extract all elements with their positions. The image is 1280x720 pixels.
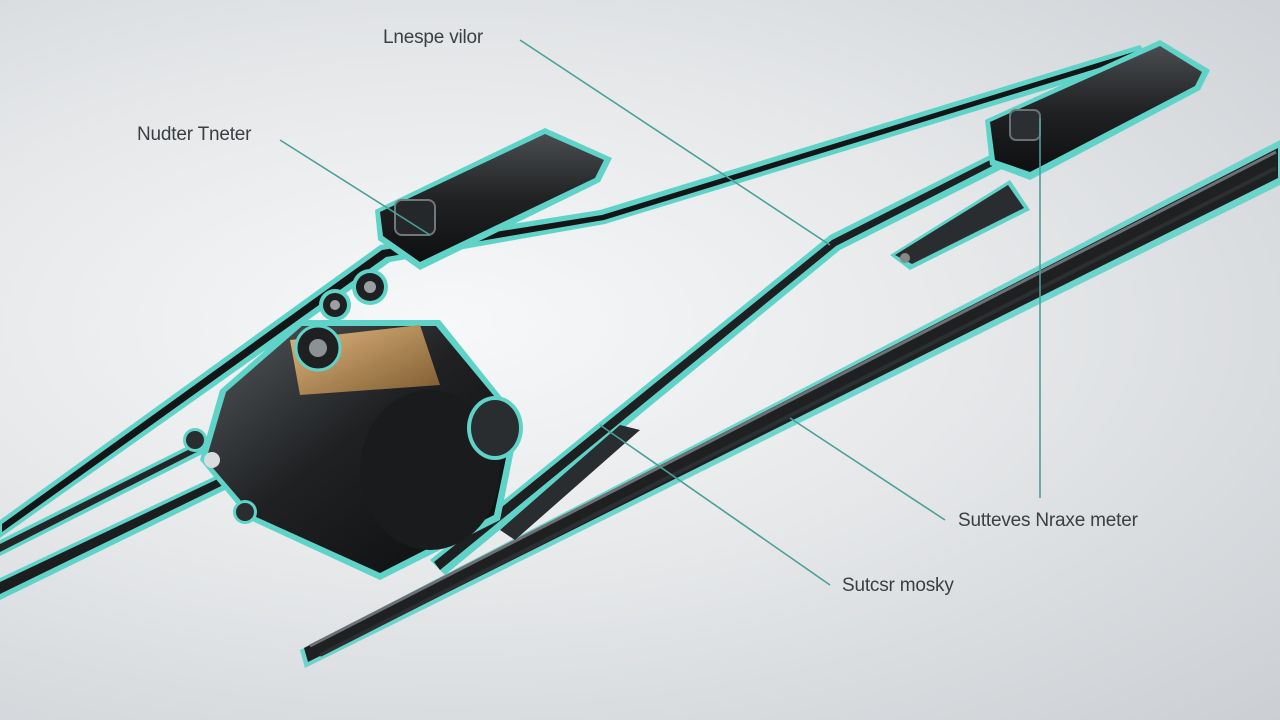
leader-top xyxy=(519,39,831,246)
middle-wiper-arm xyxy=(430,150,1010,575)
callout-leaders xyxy=(279,39,1041,586)
pulley-joint xyxy=(319,269,388,321)
leader-left xyxy=(279,139,431,236)
callout-label-top: Lnespe vilor xyxy=(383,27,484,48)
left-pivot-bracket xyxy=(375,128,612,270)
wiper-motor xyxy=(183,320,523,580)
lower-wiper-blade xyxy=(300,140,1280,668)
callout-label-right: Sutteves Nraxe meter xyxy=(958,510,1138,531)
leader-bottom xyxy=(599,424,831,586)
leader-right xyxy=(789,417,946,521)
left-wiper-blade xyxy=(0,420,262,600)
right-pivot-bracket xyxy=(890,40,1210,270)
callout-label-left: Nudter Tneter xyxy=(137,124,252,145)
callout-label-bottom: Sutcsr mosky xyxy=(842,575,954,596)
